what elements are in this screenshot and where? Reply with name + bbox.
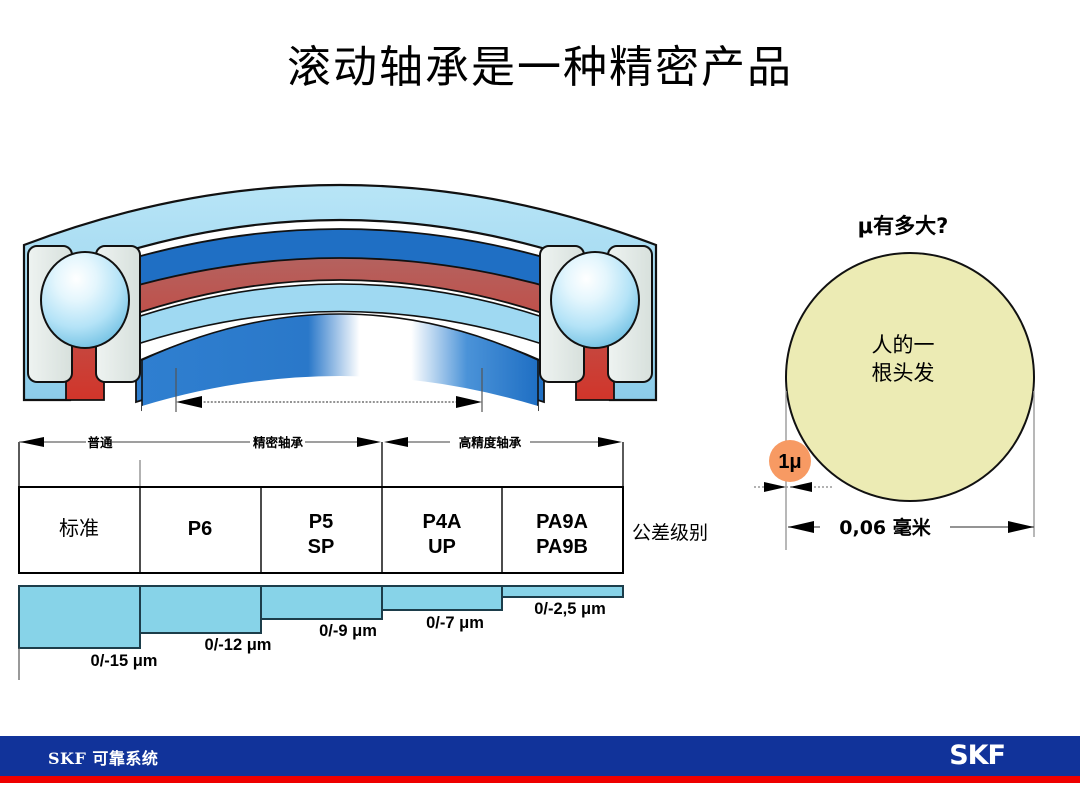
table-cell-label-3b: UP bbox=[428, 536, 456, 558]
micron-badge-label: 1μ bbox=[778, 451, 801, 473]
bracket-arrow-right-2 bbox=[598, 437, 622, 447]
bar-1 bbox=[139, 585, 262, 634]
category-label-1: 精密轴承 bbox=[253, 435, 304, 450]
footer-tagline: SKF 可靠系统 bbox=[48, 749, 159, 768]
micron-arrow-right bbox=[790, 482, 812, 492]
skf-logo: SKF bbox=[949, 740, 1006, 771]
hair-circle-label-line-1: 人的一 bbox=[872, 333, 935, 357]
bearing-cross-section-figure bbox=[10, 150, 670, 420]
tolerance-grade-chart: 普通 精密轴承 高精度轴承 标准 P6 P5 SP P4A UP PA9A PA… bbox=[0, 428, 740, 688]
bar-2 bbox=[260, 585, 383, 620]
page-title: 滚动轴承是一种精密产品 bbox=[287, 42, 793, 93]
hair-dim-arrow-right bbox=[1008, 521, 1034, 533]
table-cell-label-4a: PA9A bbox=[536, 511, 588, 533]
table-cell-label-4b: PA9B bbox=[536, 536, 588, 558]
hair-dim-arrow-left bbox=[788, 521, 814, 533]
micron-badge-circle bbox=[769, 440, 811, 482]
bar-0 bbox=[18, 585, 141, 649]
category-label-2: 高精度轴承 bbox=[459, 435, 522, 450]
table-cell-label-3a: P4A bbox=[423, 511, 462, 533]
bearing-ball-left bbox=[40, 251, 130, 349]
bar-3 bbox=[381, 585, 503, 611]
tolerance-table bbox=[18, 486, 624, 574]
bearing-width-dimension bbox=[175, 368, 483, 412]
hair-cross-section-circle bbox=[785, 252, 1035, 502]
hair-figure-title: μ有多大? bbox=[858, 214, 949, 238]
bearing-bore-cutout bbox=[142, 376, 538, 420]
table-cell-label-1: P6 bbox=[188, 518, 212, 540]
bar-label-2: 0/-9 μm bbox=[319, 622, 377, 640]
bar-label-0: 0/-15 μm bbox=[91, 652, 158, 670]
bracket-arrow-right-1 bbox=[357, 437, 381, 447]
footer-bar: SKF 可靠系统 SKF bbox=[0, 736, 1080, 776]
bar-label-4: 0/-2,5 μm bbox=[534, 600, 606, 618]
footer-red-rule bbox=[0, 776, 1080, 783]
table-cell-label-2a: P5 bbox=[309, 511, 333, 533]
bearing-ball-right bbox=[550, 251, 640, 349]
table-cell-label-0: 标准 bbox=[59, 516, 99, 540]
bracket-arrow-left-1 bbox=[20, 437, 44, 447]
hair-diameter-label: 0,06 毫米 bbox=[839, 516, 931, 539]
bar-label-3: 0/-7 μm bbox=[426, 614, 484, 632]
bracket-arrow-left-2 bbox=[384, 437, 408, 447]
hair-circle-label-line-2: 根头发 bbox=[872, 361, 935, 385]
tolerance-bars bbox=[18, 585, 624, 649]
bearing-outer-ring bbox=[22, 183, 658, 402]
hair-scale-figure: μ有多大? 人的一 根头发 1μ 0,06 毫米 bbox=[740, 205, 1080, 570]
category-label-0: 普通 bbox=[87, 435, 113, 450]
bar-4 bbox=[501, 585, 624, 598]
micron-arrow-left bbox=[764, 482, 786, 492]
table-cell-label-2b: SP bbox=[308, 536, 335, 558]
bar-label-1: 0/-12 μm bbox=[205, 636, 272, 654]
tolerance-axis-caption: 公差级别 bbox=[632, 522, 708, 544]
